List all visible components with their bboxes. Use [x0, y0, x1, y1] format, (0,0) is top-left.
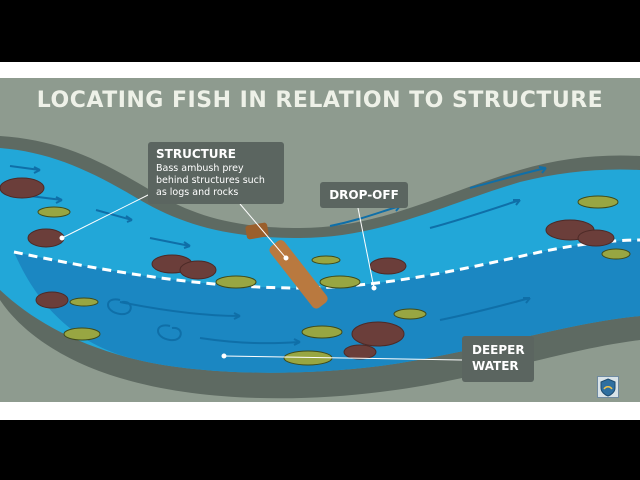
drop-off-heading: DROP-OFF: [329, 188, 399, 202]
current-arrows: [9, 165, 547, 346]
structure-line-2: behind structures such: [156, 175, 265, 186]
structure-callout: STRUCTURE Bass ambush prey behind struct…: [148, 142, 284, 204]
deeper-water-callout: DEEPER WATER: [462, 336, 534, 382]
diagram-slide: LOCATING FISH IN RELATION TO STRUCTURE: [0, 78, 640, 402]
structure-line-3: as logs and rocks: [156, 187, 239, 198]
letterbox-bottom: [0, 420, 640, 480]
river-cross-section: [0, 136, 640, 399]
frame-border-bottom: [0, 402, 640, 420]
title-band: LOCATING FISH IN RELATION TO STRUCTURE: [0, 78, 640, 130]
frame-border-top: [0, 62, 640, 78]
callout-leader-lines: [59, 193, 463, 361]
deeper-water-line-2: WATER: [472, 359, 519, 373]
drop-off-callout: DROP-OFF: [320, 182, 408, 208]
diagram-title: LOCATING FISH IN RELATION TO STRUCTURE: [36, 88, 604, 113]
rocks: [0, 177, 615, 360]
structure-line-1: Bass ambush prey: [156, 163, 244, 174]
deeper-water-line-1: DEEPER: [472, 343, 525, 357]
structure-heading: STRUCTURE: [156, 147, 236, 161]
bass-fish-icons: [37, 195, 631, 366]
letterbox-top: [0, 0, 640, 62]
agency-shield-icon: [597, 376, 619, 398]
structure-description: Bass ambush prey behind structures such …: [156, 163, 284, 199]
deeper-water-heading: DEEPER WATER: [472, 342, 532, 374]
